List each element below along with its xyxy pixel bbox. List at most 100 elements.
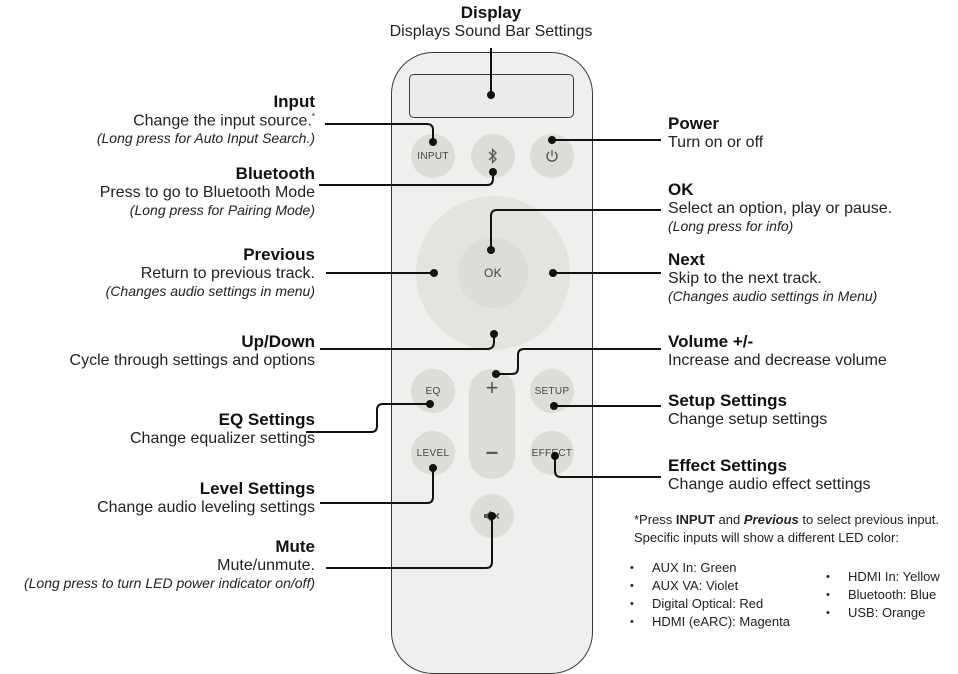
volume-desc: Increase and decrease volume [668, 351, 887, 369]
setup-desc: Change setup settings [668, 410, 828, 428]
led-list-left: AUX In: Green AUX VA: Violet Digital Opt… [630, 559, 790, 631]
volume-minus[interactable]: – [485, 439, 499, 464]
input-leader [325, 123, 434, 140]
list-item: Digital Optical: Red [630, 595, 790, 613]
input-footnote-marker: * [311, 111, 315, 121]
bluetooth-title: Bluetooth [235, 164, 315, 183]
ok-label: OK Select an option, play or pause. (Lon… [668, 180, 892, 234]
bluetooth-label: Bluetooth Press to go to Bluetooth Mode … [100, 164, 315, 218]
footnote: *Press INPUT and Previous to select prev… [634, 511, 939, 547]
previous-desc: Return to previous track. [140, 264, 315, 282]
previous-label: Previous Return to previous track. (Chan… [106, 245, 315, 299]
power-desc: Turn on or off [668, 133, 764, 151]
leader-lines [306, 48, 661, 569]
effect-title: Effect Settings [668, 456, 788, 475]
next-note: (Changes audio settings in Menu) [668, 287, 878, 304]
eq-leader [306, 403, 430, 433]
effect-button[interactable]: EFFECT [530, 431, 574, 475]
previous-title: Previous [243, 245, 315, 264]
mute-title: Mute [275, 537, 315, 556]
mute-desc: Mute/unmute. [217, 556, 315, 574]
effect-leader [554, 456, 661, 478]
volume-label: Volume +/- Increase and decrease volume [668, 332, 887, 370]
level-label: Level Settings Change audio leveling set… [97, 479, 315, 517]
ok-note: (Long press for info) [668, 217, 794, 234]
mute-dot [488, 512, 496, 520]
display-dot [487, 91, 495, 99]
volume-rocker[interactable]: + – [469, 369, 515, 479]
ok-button-label: OK [484, 266, 502, 280]
next-label: Next Skip to the next track. (Changes au… [668, 250, 877, 304]
power-label: Power Turn on or off [668, 114, 763, 152]
setup-dot [550, 402, 558, 410]
updown-dot [490, 330, 498, 338]
display-label: Display Displays Sound Bar Settings [341, 3, 641, 41]
effect-dot [551, 452, 559, 460]
power-icon [546, 150, 558, 162]
updown-leader [320, 334, 495, 350]
list-item: AUX In: Green [630, 559, 790, 577]
display-title: Display [460, 3, 522, 22]
setup-label: Setup Settings Change setup settings [668, 391, 827, 429]
ok-desc: Select an option, play or pause. [668, 199, 893, 217]
level-leader [320, 468, 434, 504]
effect-button-label: EFFECT [531, 447, 573, 459]
footnote-line-2: Specific inputs will show a different LE… [634, 530, 899, 546]
mute-leader [326, 516, 493, 569]
eq-label: EQ Settings Change equalizer settings [130, 410, 315, 448]
input-button-label: INPUT [417, 150, 449, 162]
effect-desc: Change audio effect settings [668, 475, 871, 493]
footnote-and-word: and [718, 512, 741, 527]
footnote-previous-word: Previous [743, 512, 799, 527]
input-title: Input [273, 92, 315, 111]
ok-dot [487, 246, 495, 254]
next-dot [549, 269, 557, 277]
volume-plus[interactable]: + [485, 375, 499, 400]
ok-leader [490, 209, 661, 250]
level-dot [429, 464, 437, 472]
mute-note: (Long press to turn LED power indicator … [23, 574, 315, 591]
mute-label: Mute Mute/unmute. (Long press to turn LE… [24, 537, 315, 591]
input-note: (Long press for Auto Input Search.) [96, 130, 315, 147]
list-item: AUX VA: Violet [630, 577, 790, 595]
input-dot [429, 138, 437, 146]
input-label: Input Change the input source.* (Long pr… [97, 92, 315, 146]
previous-note: (Changes audio settings in menu) [105, 282, 315, 299]
level-button-label: LEVEL [416, 447, 450, 459]
updown-title: Up/Down [241, 332, 315, 351]
bluetooth-desc: Press to go to Bluetooth Mode [99, 183, 315, 201]
volume-leader [498, 348, 661, 375]
list-item: HDMI (eARC): Magenta [630, 613, 790, 631]
setup-title: Setup Settings [668, 391, 788, 410]
footnote-line-1: *Press INPUT and Previous to select prev… [634, 511, 939, 529]
power-dot [548, 136, 556, 144]
footnote-suffix: to select previous input. [802, 512, 939, 527]
updown-desc: Cycle through settings and options [69, 351, 315, 369]
eq-desc: Change equalizer settings [129, 429, 315, 447]
footnote-prefix: *Press [634, 512, 673, 527]
next-title: Next [668, 250, 705, 269]
bluetooth-note: (Long press for Pairing Mode) [129, 201, 315, 218]
power-title: Power [668, 114, 720, 133]
footnote-input-word: INPUT [675, 512, 715, 527]
volume-title: Volume +/- [668, 332, 754, 351]
updown-label: Up/Down Cycle through settings and optio… [70, 332, 315, 370]
volume-dot [492, 370, 500, 378]
effect-label: Effect Settings Change audio effect sett… [668, 456, 871, 494]
previous-dot [430, 269, 438, 277]
level-desc: Change audio leveling settings [97, 498, 315, 516]
eq-title: EQ Settings [218, 410, 315, 429]
list-item: Bluetooth: Blue [826, 586, 940, 604]
led-list-right: HDMI In: Yellow Bluetooth: Blue USB: Ora… [826, 568, 940, 622]
setup-button-label: SETUP [534, 385, 570, 397]
input-desc: Change the input source. [133, 111, 312, 129]
eq-button-label: EQ [425, 385, 441, 397]
eq-dot [426, 400, 434, 408]
list-item: HDMI In: Yellow [826, 568, 940, 586]
display-desc: Displays Sound Bar Settings [389, 22, 593, 40]
next-desc: Skip to the next track. [668, 269, 822, 287]
list-item: USB: Orange [826, 604, 940, 622]
level-title: Level Settings [199, 479, 315, 498]
bluetooth-icon [488, 147, 497, 165]
ok-title: OK [668, 180, 694, 199]
